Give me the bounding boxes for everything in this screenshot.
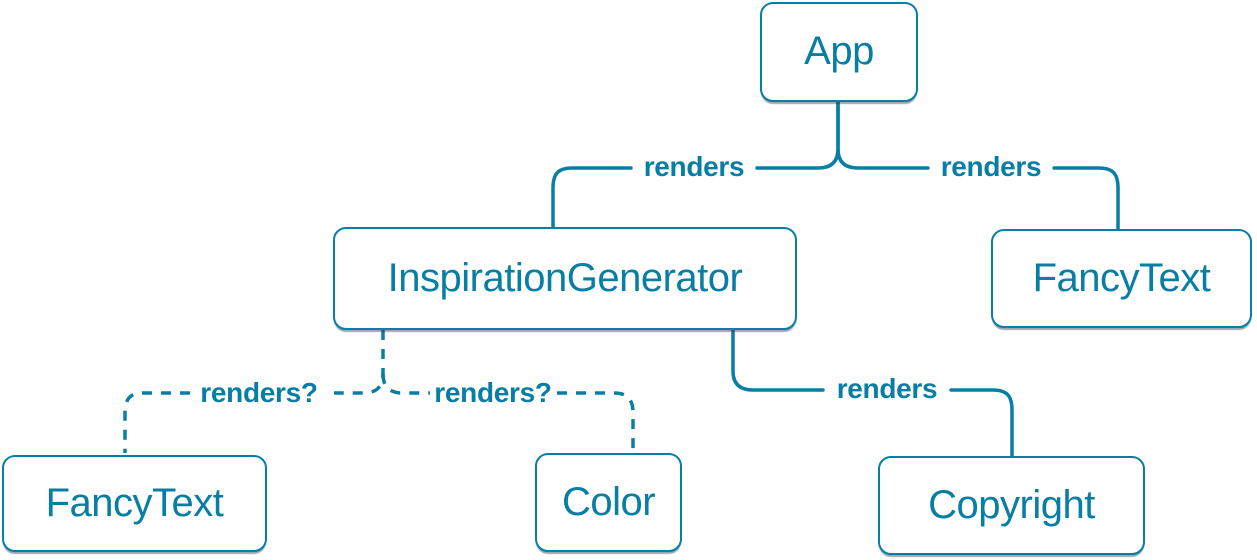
edge-inspirationgenerator-to-copyright — [731, 328, 1014, 458]
node-copyright-label: Copyright — [928, 482, 1095, 527]
node-app: App — [760, 2, 918, 102]
node-fancy-text-top: FancyText — [991, 229, 1252, 328]
edge-inspirationgenerator-to-color-dashed — [381, 373, 635, 451]
edge-label-inspirationgenerator-copyright: renders — [836, 373, 938, 404]
edge-label-app-inspirationgenerator: renders — [643, 151, 745, 182]
node-copyright: Copyright — [878, 456, 1145, 555]
edge-label-inspirationgenerator-fancytext: renders? — [200, 377, 318, 408]
node-fancy-text-bottom: FancyText — [2, 455, 267, 552]
edge-label-inspirationgenerator-color: renders? — [434, 377, 552, 408]
node-fancy-text-top-label: FancyText — [1032, 255, 1211, 300]
node-color-label: Color — [561, 479, 656, 524]
node-app-label: App — [804, 29, 874, 73]
node-color: Color — [535, 453, 682, 552]
edge-app-to-fancytext — [836, 100, 1120, 231]
edge-label-app-fancytext: renders — [940, 151, 1042, 182]
node-inspiration-generator: InspirationGenerator — [333, 227, 797, 330]
node-fancy-text-bottom-label: FancyText — [45, 480, 224, 525]
node-inspiration-generator-label: InspirationGenerator — [387, 255, 743, 300]
